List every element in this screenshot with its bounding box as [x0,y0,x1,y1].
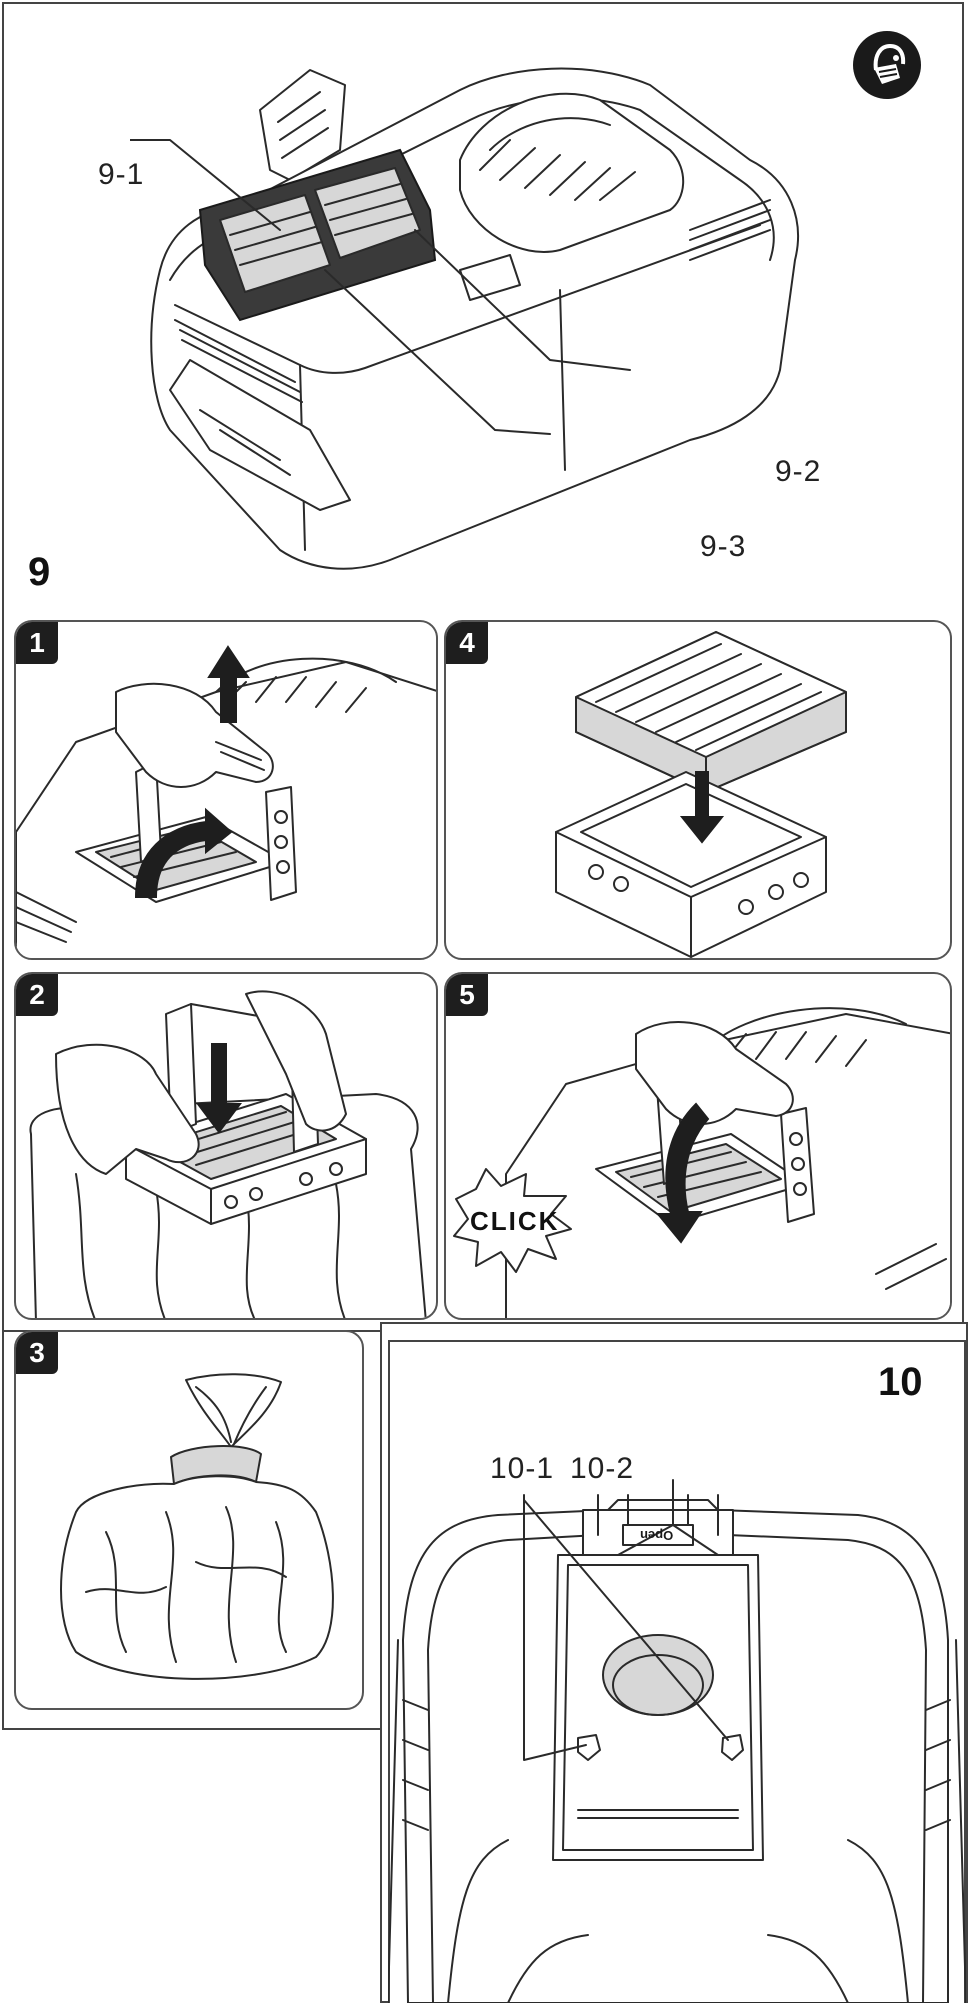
figure-9-bottom-border [2,1330,380,1730]
step-5-panel: 5 CLICK [444,972,952,1320]
step-5-badge: 5 [446,974,488,1016]
step-4-illustration [446,622,950,958]
step-1-panel: 1 [14,620,438,960]
callout-9-2: 9-2 [775,455,822,488]
step-4-badge: 4 [446,622,488,664]
figure-9-number: 9 [28,550,51,594]
vacuum-top-illustration [130,30,820,590]
figure-10-number: 10 [878,1360,923,1404]
dust-mask-icon [852,30,922,100]
click-sound-label: CLICK [470,1206,560,1236]
callout-9-1: 9-1 [98,158,145,191]
step-1-badge: 1 [16,622,58,664]
step-3-illustration [16,1332,362,1708]
step-1-illustration [16,622,436,958]
callout-10-2: 10-2 [570,1452,635,1485]
step-2-panel: 2 [14,972,438,1320]
lid-open-label: Open [640,1528,674,1543]
figure-10-illustration [388,1340,966,2003]
step-3-panel: 3 [14,1330,364,1710]
step-2-illustration [16,974,436,1318]
callout-10-1: 10-1 [490,1452,555,1485]
step-2-badge: 2 [16,974,58,1016]
callout-9-3: 9-3 [700,530,747,563]
step-3-badge: 3 [16,1332,58,1374]
step-4-panel: 4 [444,620,952,960]
step-5-illustration [446,974,950,1318]
